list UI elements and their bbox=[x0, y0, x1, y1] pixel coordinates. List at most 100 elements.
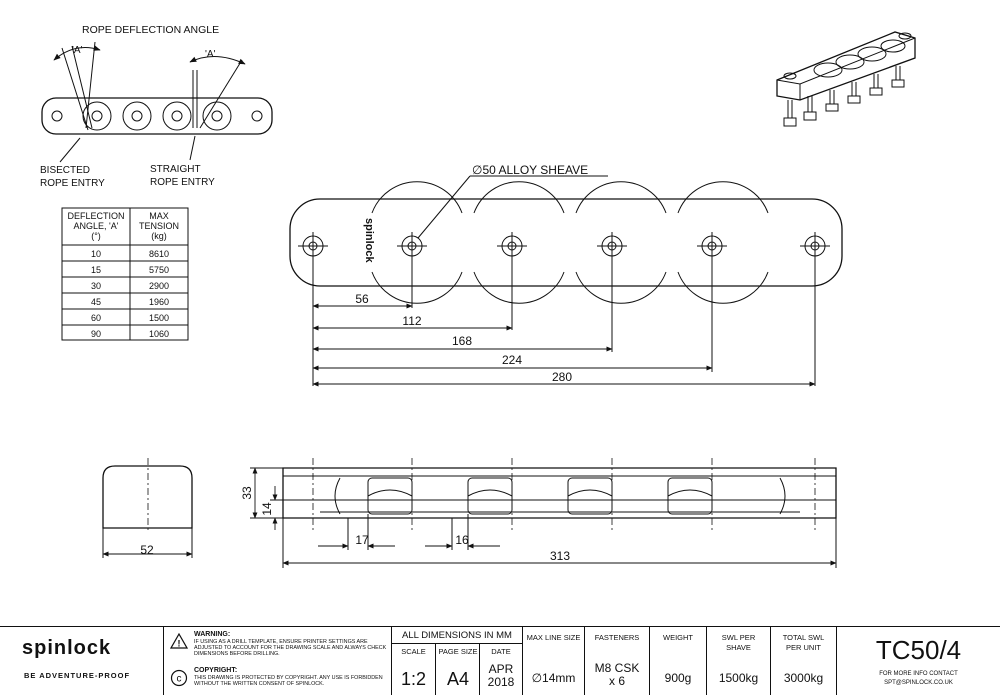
fasteners-value-2: x 6 bbox=[608, 674, 625, 688]
table-cell: 60 bbox=[91, 313, 101, 323]
fasteners-label: FASTENERS bbox=[594, 633, 640, 642]
copyright-icon: c bbox=[170, 669, 188, 687]
swl-unit-label-2: PER UNIT bbox=[785, 643, 821, 652]
max-line-label: MAX LINE SIZE bbox=[526, 633, 581, 642]
table-cell: 8610 bbox=[149, 249, 169, 259]
notice-cell: ! WARNING: IF USING AS A DRILL TEMPLATE,… bbox=[163, 627, 391, 695]
fastener-holes bbox=[302, 235, 826, 257]
contact-line-1: FOR MORE INFO CONTACT bbox=[879, 671, 958, 677]
part-number: TC50/4 bbox=[875, 635, 962, 665]
contact-line-2: SPT@SPINLOCK.CO.UK bbox=[884, 680, 953, 686]
table-cell: 10 bbox=[91, 249, 101, 259]
angle-arc-left bbox=[53, 45, 101, 61]
dim-pitch-a: 17 bbox=[355, 533, 369, 547]
table-cell: 45 bbox=[91, 297, 101, 307]
table-cell: 2900 bbox=[149, 281, 169, 291]
swl-unit-label-1: TOTAL SWL bbox=[782, 633, 825, 642]
dim-224: 224 bbox=[502, 353, 522, 367]
side-sheaves bbox=[334, 477, 786, 515]
warning-icon: ! bbox=[170, 633, 188, 649]
dim-168: 168 bbox=[452, 334, 472, 348]
center-marks bbox=[298, 232, 830, 260]
deflection-table: DEFLECTION ANGLE, 'A' (°) MAX TENSION (k… bbox=[61, 207, 189, 341]
fasteners-value-1: M8 CSK bbox=[594, 661, 640, 675]
max-line-cell: MAX LINE SIZE ∅14mm bbox=[522, 627, 584, 695]
table-cell: 15 bbox=[91, 265, 101, 275]
bisected-leader bbox=[59, 137, 81, 163]
scale-value: 1:2 bbox=[400, 669, 427, 689]
title-block: spinlock BE ADVENTURE-PROOF ! WARNING: I… bbox=[0, 626, 1000, 695]
table-head-col1-3: (°) bbox=[91, 231, 101, 241]
swl-sheave-label-2: SHAVE bbox=[726, 643, 751, 652]
brand-tagline: BE ADVENTURE-PROOF bbox=[24, 671, 131, 680]
dim-sheave-height: 14 bbox=[260, 502, 274, 516]
table-head-col2-2: TENSION bbox=[139, 221, 179, 231]
table-head-col1-1: DEFLECTION bbox=[67, 211, 124, 221]
rope-deflection-view: ROPE DEFLECTION ANGLE 'A' 'A' BISECTED R… bbox=[40, 24, 273, 189]
table-cell: 90 bbox=[91, 329, 101, 339]
isometric-view bbox=[776, 31, 916, 127]
page-size-value: A4 bbox=[446, 669, 470, 689]
label-straight-2: ROPE ENTRY bbox=[150, 177, 215, 188]
sheave-callout: ∅50 ALLOY SHEAVE bbox=[472, 163, 588, 177]
sheave-leader bbox=[417, 175, 471, 239]
date-label: DATE bbox=[491, 647, 511, 656]
dimension-info-cell: ALL DIMENSIONS IN MM SCALE 1:2 PAGE SIZE… bbox=[391, 627, 522, 695]
max-line-value: ∅14mm bbox=[531, 671, 576, 685]
swl-sheave-value: 1500kg bbox=[718, 671, 759, 685]
angle-label-right: 'A' bbox=[205, 49, 216, 60]
dim-280: 280 bbox=[552, 370, 572, 384]
dim-56: 56 bbox=[355, 292, 369, 306]
part-number-cell: TC50/4 FOR MORE INFO CONTACT SPT@SPINLOC… bbox=[836, 627, 1000, 695]
table-head-col2-3: (kg) bbox=[151, 231, 167, 241]
track-body bbox=[289, 198, 843, 287]
date-value-year: 2018 bbox=[487, 675, 515, 689]
date-box: DATE APR 2018 bbox=[479, 643, 522, 695]
swl-unit-cell: TOTAL SWL PER UNIT 3000kg bbox=[770, 627, 836, 695]
label-bisected-1: BISECTED bbox=[40, 165, 90, 176]
all-dims-label: ALL DIMENSIONS IN MM bbox=[402, 630, 512, 641]
brand-logo: spinlock bbox=[22, 637, 112, 659]
sheaves bbox=[371, 181, 769, 304]
technical-drawing: ROPE DEFLECTION ANGLE 'A' 'A' BISECTED R… bbox=[40, 24, 916, 568]
fasteners-cell: FASTENERS M8 CSK x 6 bbox=[584, 627, 649, 695]
mini-sheaves bbox=[51, 101, 263, 131]
svg-text:c: c bbox=[177, 674, 182, 685]
weight-label: WEIGHT bbox=[663, 633, 693, 642]
scale-label: SCALE bbox=[401, 647, 426, 656]
swl-sheave-label-1: SWL PER bbox=[721, 633, 756, 642]
plan-view: spinlock ∅50 ALLOY SHEAVE 56 112 168 224… bbox=[289, 163, 843, 387]
rope-deflection-title: ROPE DEFLECTION ANGLE bbox=[82, 24, 219, 36]
date-value-month: APR bbox=[488, 662, 514, 676]
dim-overall-height: 33 bbox=[240, 486, 254, 500]
brand-cell: spinlock BE ADVENTURE-PROOF bbox=[0, 627, 163, 695]
page-size-box: PAGE SIZE A4 bbox=[435, 643, 480, 695]
dim-overall-length: 313 bbox=[550, 549, 570, 563]
table-cell: 1060 bbox=[149, 329, 169, 339]
straight-leader bbox=[189, 135, 196, 161]
warning-text: IF USING AS A DRILL TEMPLATE, ENSURE PRI… bbox=[194, 639, 387, 658]
warning-title: WARNING: bbox=[194, 631, 231, 638]
label-bisected-2: ROPE ENTRY bbox=[40, 178, 105, 189]
dim-112: 112 bbox=[402, 314, 421, 328]
table-cell: 30 bbox=[91, 281, 101, 291]
straight-rope-angled bbox=[199, 59, 243, 129]
swl-sheave-cell: SWL PER SHAVE 1500kg bbox=[706, 627, 770, 695]
side-view: 33 14 17 16 313 bbox=[240, 458, 837, 568]
weight-value: 900g bbox=[664, 671, 692, 685]
spinlock-side-text: spinlock bbox=[363, 218, 375, 264]
angle-arc-right bbox=[189, 56, 246, 65]
table-head-col2-1: MAX bbox=[149, 211, 169, 221]
table-cell: 1500 bbox=[149, 313, 169, 323]
page-size-label: PAGE SIZE bbox=[438, 647, 478, 656]
swl-unit-value: 3000kg bbox=[783, 671, 824, 685]
table-cell: 5750 bbox=[149, 265, 169, 275]
bisected-rope-b bbox=[85, 41, 96, 129]
straight-rope bbox=[192, 70, 198, 128]
copyright-text: THIS DRAWING IS PROTECTED BY COPYRIGHT. … bbox=[194, 675, 383, 688]
dim-width: 52 bbox=[140, 543, 154, 557]
mini-track-body bbox=[41, 97, 273, 135]
weight-cell: WEIGHT 900g bbox=[649, 627, 706, 695]
table-cell: 1960 bbox=[149, 297, 169, 307]
